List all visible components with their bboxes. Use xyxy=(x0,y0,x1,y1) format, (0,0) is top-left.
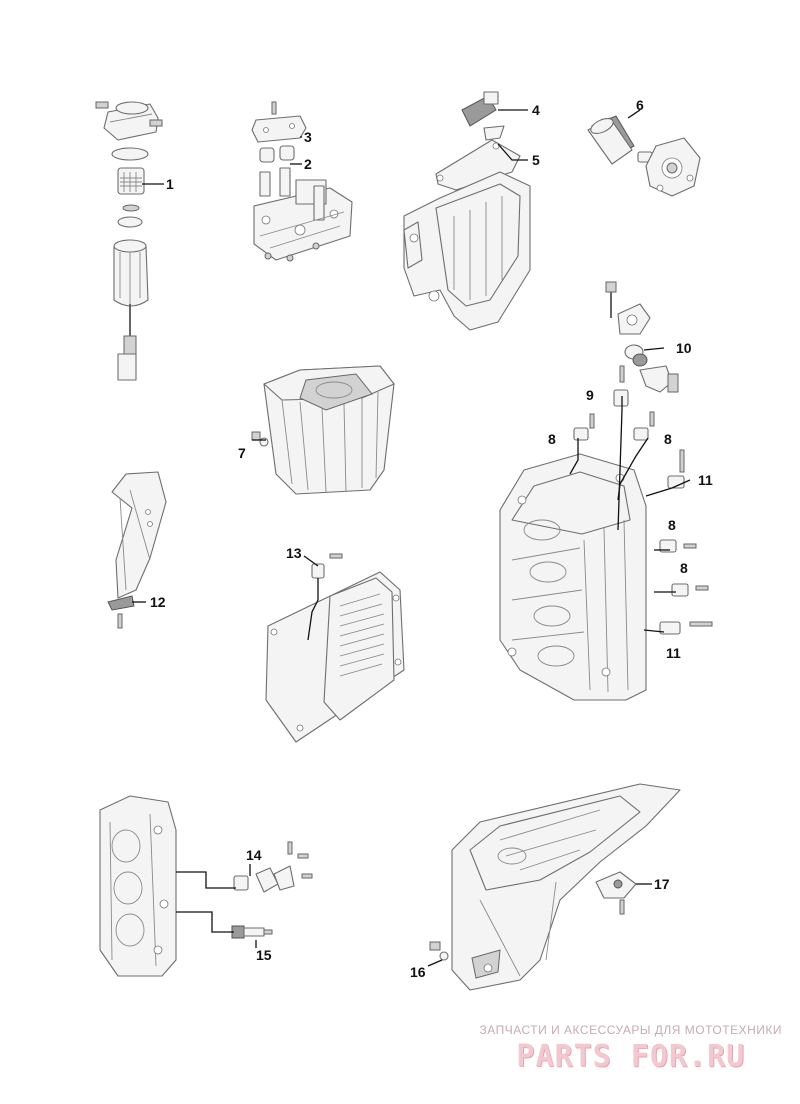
callout-14: 14 xyxy=(246,847,262,863)
callout-5: 5 xyxy=(532,152,540,168)
watermark-caption: ЗАПЧАСТИ И АКСЕССУАРЫ ДЛЯ МОТОТЕХНИКИ xyxy=(479,1023,782,1037)
cylinder-block xyxy=(499,411,713,701)
callout-8-top-left: 8 xyxy=(548,431,556,447)
gear-housing xyxy=(429,783,681,991)
callout-4: 4 xyxy=(532,102,540,118)
callout-11-upper: 11 xyxy=(698,472,713,488)
callout-7: 7 xyxy=(238,445,246,461)
callout-10: 10 xyxy=(676,340,692,356)
exhaust-cover xyxy=(265,553,405,743)
thermostat-assembly xyxy=(605,281,679,407)
callout-12: 12 xyxy=(150,594,166,610)
mounting-bracket xyxy=(107,471,167,629)
callout-8-mid: 8 xyxy=(668,517,676,533)
intake-manifold xyxy=(403,91,531,331)
callout-13: 13 xyxy=(286,545,302,561)
callout-2: 2 xyxy=(304,156,312,172)
callout-16: 16 xyxy=(410,964,426,980)
fuel-filter-assembly xyxy=(95,101,163,381)
oil-filter-assembly xyxy=(587,115,701,197)
callout-8-top-right: 8 xyxy=(664,431,672,447)
watermark-logo: PARTS FOR.RU xyxy=(516,1039,746,1074)
callout-8-lower: 8 xyxy=(680,560,688,576)
callout-17: 17 xyxy=(654,876,670,892)
exhaust-housing xyxy=(251,365,395,495)
callout-1: 1 xyxy=(166,176,174,192)
callout-3: 3 xyxy=(304,129,312,145)
callout-11-lower: 11 xyxy=(666,645,681,661)
callout-9: 9 xyxy=(586,387,594,403)
watermark: ЗАПЧАСТИ И АКСЕССУАРЫ ДЛЯ МОТОТЕХНИКИ PA… xyxy=(480,1023,782,1074)
leader-lines xyxy=(132,109,691,967)
pump-cover-assembly xyxy=(251,101,353,262)
callout-labels: 1 2 3 4 5 6 7 8 8 8 8 9 10 11 11 12 13 1… xyxy=(150,97,713,980)
callout-6: 6 xyxy=(636,97,644,113)
callout-15: 15 xyxy=(256,947,272,963)
cylinder-head xyxy=(99,795,313,977)
